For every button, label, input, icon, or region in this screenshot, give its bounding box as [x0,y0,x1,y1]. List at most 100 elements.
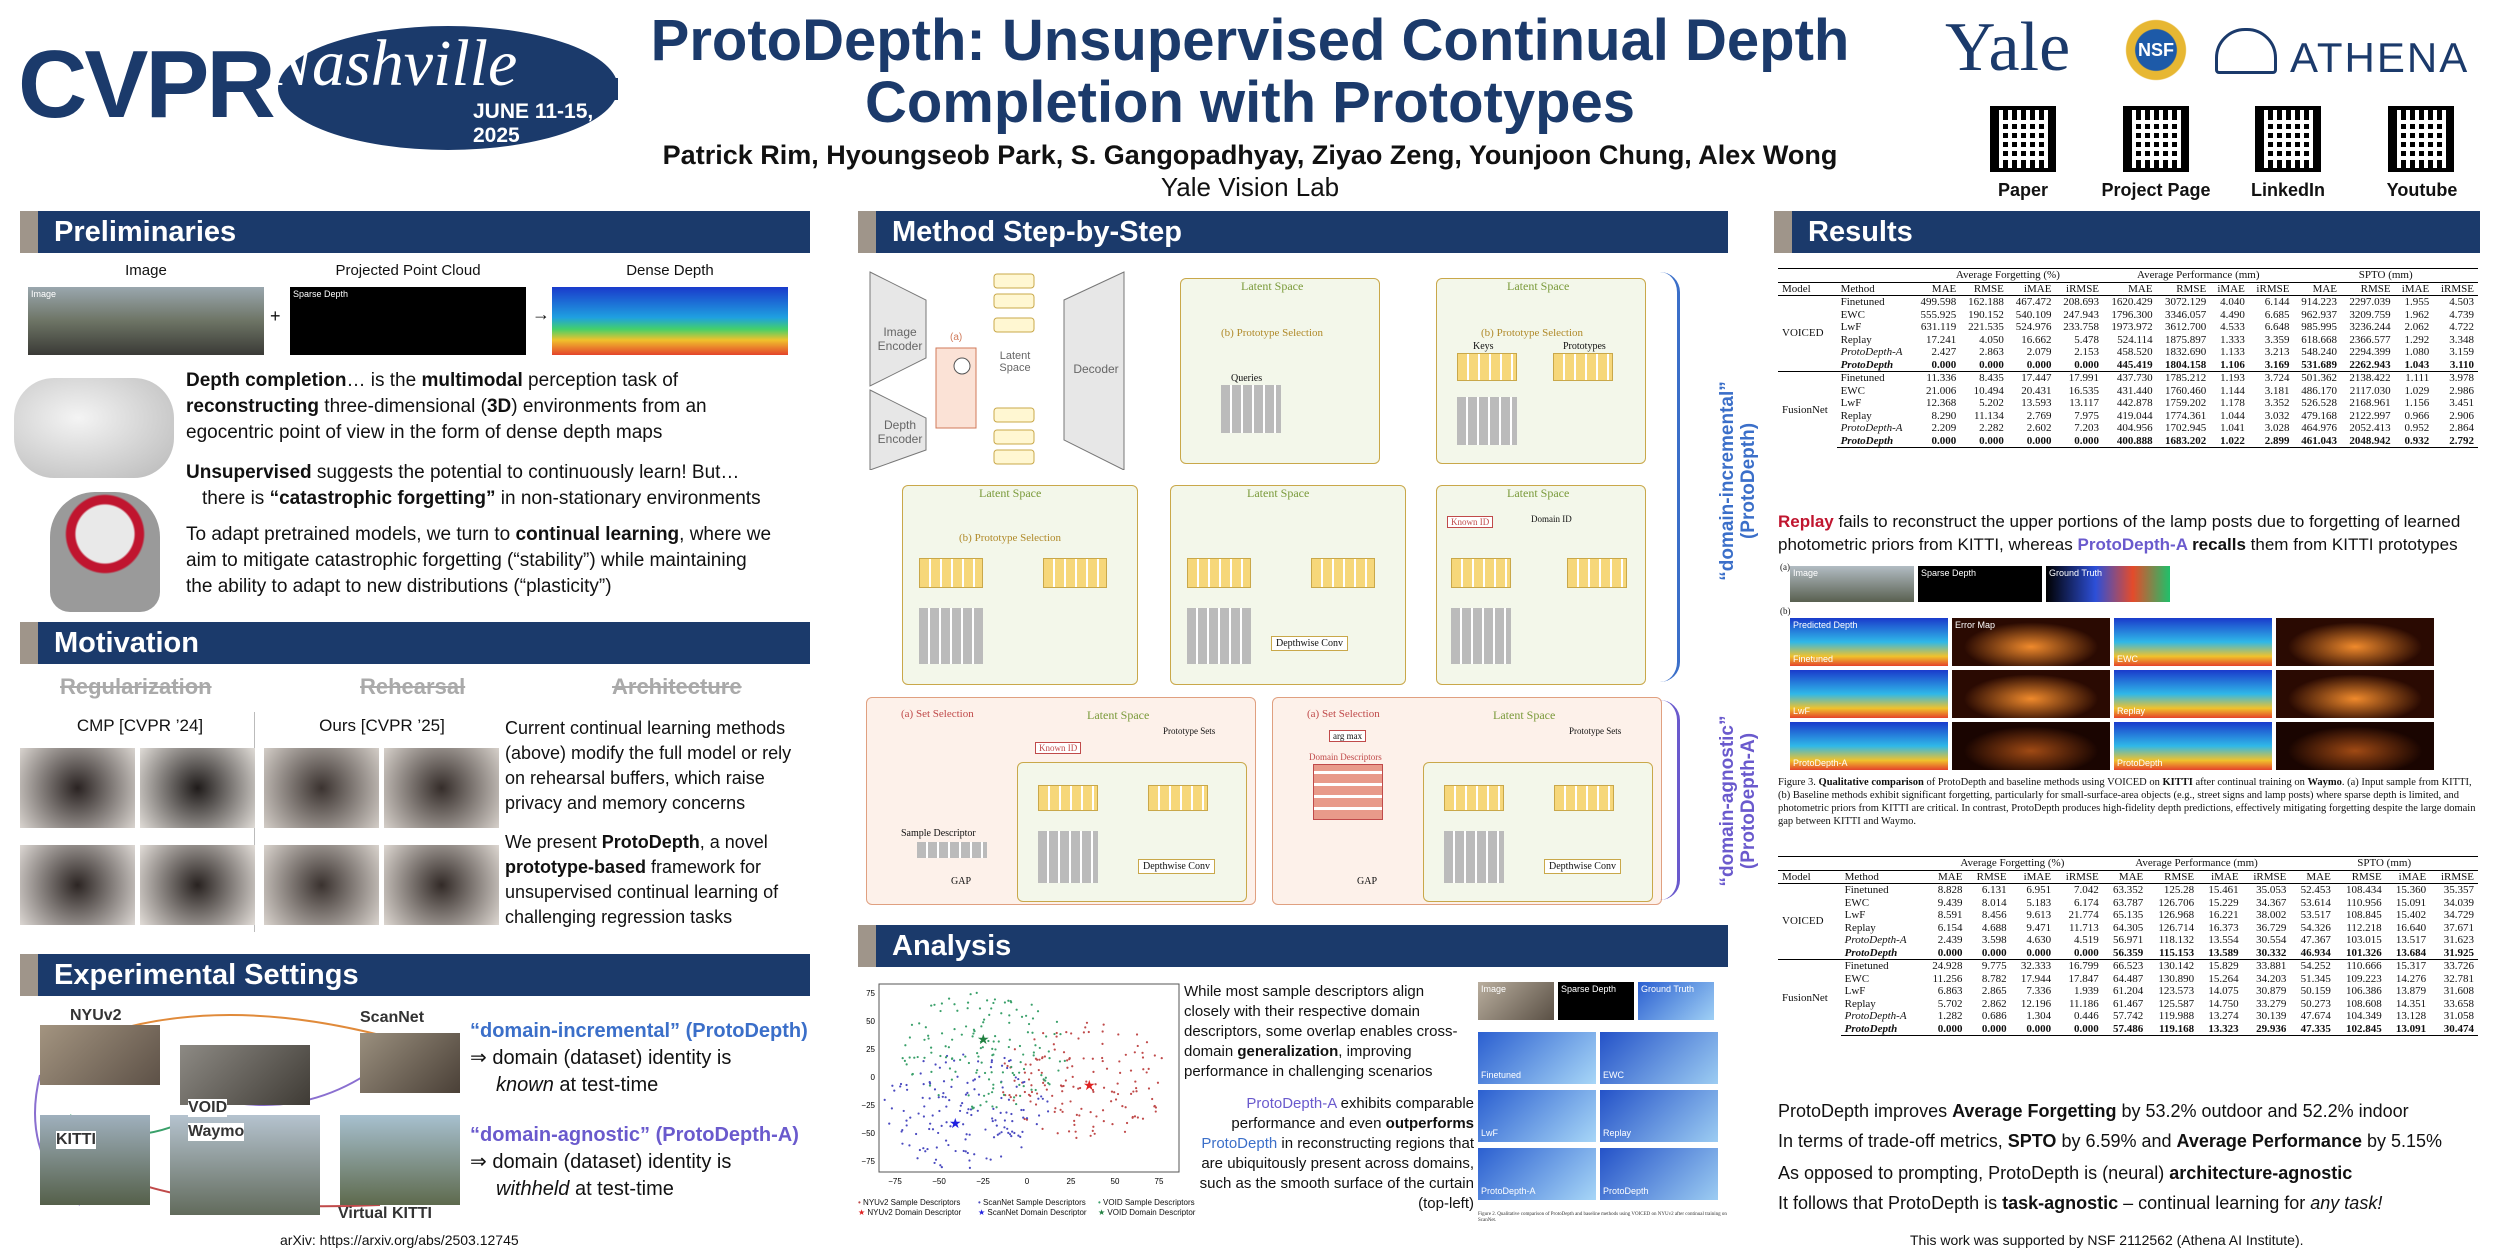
scatter-point [1073,1119,1076,1122]
results-table-1: Average Forgetting (%)Average Performanc… [1778,268,2478,448]
th-col: iRMSE [2430,869,2478,884]
scatter-point [944,1139,948,1142]
scatter-point [1071,1065,1074,1068]
scatter-point [1006,1066,1009,1070]
summary-4: It follows that ProtoDepth is task-agnos… [1778,1190,2478,1217]
table-cell: 1.111 [2394,371,2434,385]
model-cell: VOICED [1778,883,1841,960]
table-cell: 1702.945 [2164,422,2207,434]
grid-label: ProtoDepth-A [1481,1186,1536,1196]
scatter-point [1059,1108,1062,1111]
table-cell: 2.906 [2449,409,2474,422]
table-cell: 102.845 [2334,1022,2386,1036]
scatter-point [968,1133,971,1136]
table-cell: 0.000 [2026,358,2052,371]
scatter-point [978,1007,982,1010]
a-label: (a) [950,332,963,343]
text: … is the [346,370,422,391]
scatter-point [1079,1086,1082,1090]
text-accent: ProtoDepth [1201,1135,1278,1152]
motivation-p2: We present ProtoDepth, a novel prototype… [505,830,805,930]
table-cell: 2.062 [2404,321,2430,333]
qr-code-project-page[interactable] [2123,106,2189,172]
scatter-point [1077,1037,1080,1040]
model-cell: FusionNet [1778,371,1837,448]
scatter-point [1010,1001,1013,1004]
scatter-point [918,1022,921,1025]
scatter-point [939,1009,942,1013]
domain-star: ★ [977,1031,990,1047]
table-cell: 0.000 [2026,946,2052,959]
scatter-point [940,1002,943,1005]
scatter-point [945,1121,948,1124]
table-cell: 247.943 [2063,308,2100,321]
scatter-point [1038,1046,1041,1050]
table-cell: 162.188 [1960,295,2008,309]
queries-grid [1038,831,1098,883]
text: . (a) Input sample from KITTI, (b) Basel… [1778,777,2476,827]
table-cell: 1.282 [1937,1010,1963,1022]
step-4-box: Latent Space Depthwise Conv [1170,485,1406,685]
y-tick: −50 [861,1129,875,1138]
text: in reconstructing regions that are ubiqu… [1199,1135,1474,1212]
text: suggests the potential to continuously l… [311,462,740,483]
scatter-point [973,1078,977,1081]
scatter-point [992,1107,995,1110]
table-cell: 461.043 [2293,434,2342,448]
scatter-point [1124,1106,1127,1109]
qr-code-youtube[interactable] [2388,106,2454,172]
scatter-point [888,1122,891,1125]
table-cell: 0.000 [1931,358,1957,371]
table-cell: 548.240 [2301,346,2338,358]
scatter-point [883,1098,886,1101]
scatter-point [1034,1088,1037,1092]
legend-dot: • [978,1198,981,1207]
table-cell: 962.937 [2301,308,2338,321]
table-cell: Finetuned [1836,295,1913,309]
scatter-point [926,1147,929,1151]
scatter-point [994,1119,997,1122]
scatter-point [916,1055,919,1059]
nsf-logo: NSF [2120,14,2192,86]
scatter-point [989,1066,993,1069]
side-label-agnostic: “domain-agnostic” (ProtoDepth-A) [1717,661,1759,941]
scatter-point [978,1075,981,1078]
table-cell: 15.091 [2395,896,2427,909]
table-cell: 4.630 [2026,934,2052,946]
scatter-point [1092,1070,1095,1073]
summary-1: ProtoDepth improves Average Forgetting b… [1778,1098,2478,1125]
table-cell: 125.28 [2147,883,2199,897]
table-cell: 419.044 [2116,409,2153,422]
table-cell: 12.368 [1926,397,1957,409]
table-cell: 10.494 [1973,384,2004,397]
scatter-point [1018,1071,1021,1074]
scatter-point [924,1026,927,1029]
text: It follows that ProtoDepth is [1778,1193,2003,1213]
th-group: Average Forgetting (%) [1921,856,2103,871]
table-cell: 118.132 [2158,934,2195,946]
table-cell: 8.828 [1921,883,1967,897]
text: fails to reconstruct the upper portions … [1778,512,2461,554]
text: them from KITTI prototypes [2245,535,2458,554]
scatter-point [948,1098,951,1102]
scatter-point [1043,1055,1047,1058]
arxiv-link[interactable]: arXiv: https://arxiv.org/abs/2503.12745 [280,1232,519,1248]
qr-code-linkedin[interactable] [2255,106,2321,172]
text: We present [505,832,602,852]
scatter-point [1021,1130,1024,1133]
scatter-point [1102,1120,1105,1123]
table-cell: 6.174 [2074,896,2099,909]
text-bold: continual learning [515,524,680,545]
latent-label: Latent Space [1247,486,1310,500]
page-title: ProtoDepth: Unsupervised Continual Depth… [640,10,1860,134]
qr-code-paper[interactable] [1990,106,2056,172]
scatter-point [1019,1135,1022,1138]
prelim-p3: To adapt pretrained models, we turn to c… [186,522,776,600]
latent-label: Latent Space [1507,279,1570,293]
table-cell: 15.229 [2208,896,2239,909]
scatter-point [905,1124,908,1127]
scatter-point [1010,1135,1013,1138]
text: , a novel [699,832,768,852]
